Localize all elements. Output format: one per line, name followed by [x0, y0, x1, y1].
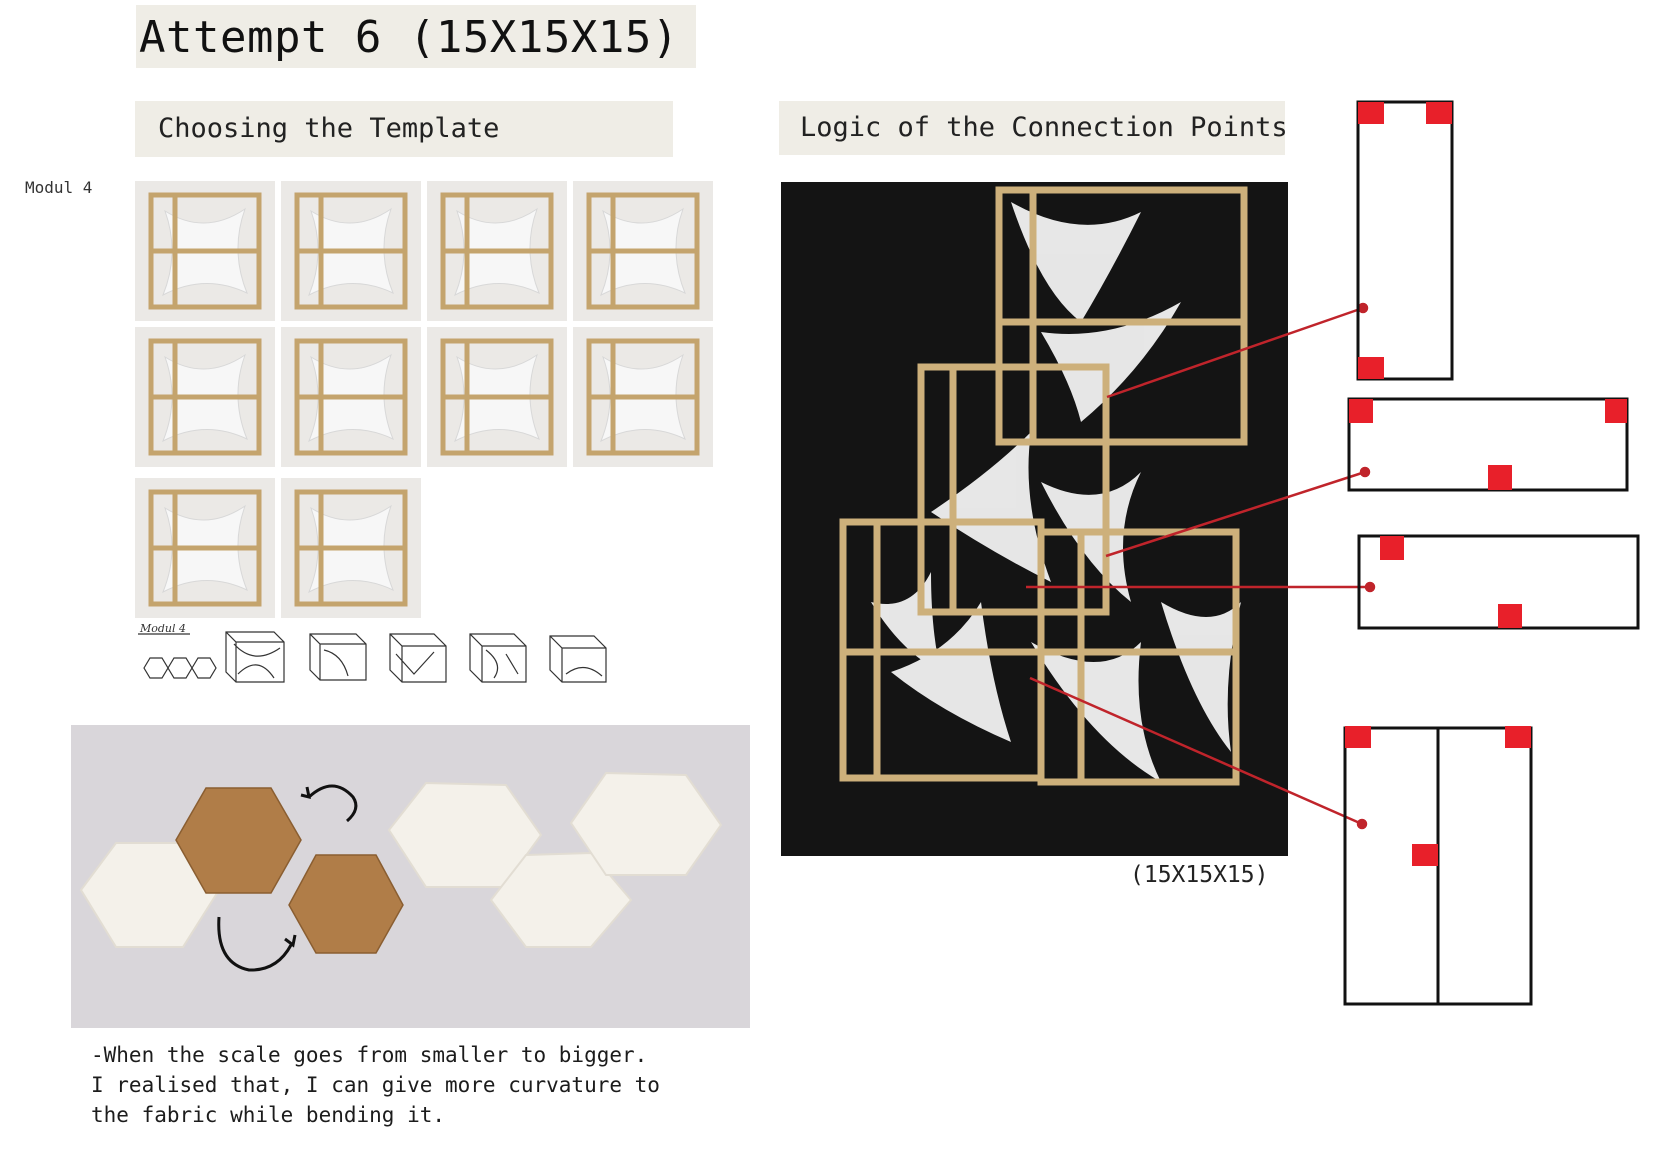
module-photo-8 [573, 327, 713, 467]
modul-label: Modul 4 [25, 178, 93, 197]
connection-header-background [779, 101, 1285, 155]
template-header-background [135, 101, 673, 157]
module-photo-6 [281, 327, 421, 467]
dimensions-label: (15X15X15) [1130, 862, 1269, 888]
connection-point [1345, 726, 1371, 748]
module-photo-4 [573, 181, 713, 321]
connection-point [1380, 536, 1404, 560]
connection-point [1488, 465, 1512, 490]
module-photo-10 [281, 478, 421, 618]
caption-text: -When the scale goes from smaller to big… [91, 1043, 660, 1127]
connection-point [1605, 399, 1627, 423]
hexagon-template-photo [71, 725, 750, 1028]
module-photo-1 [135, 181, 275, 321]
connection-section-title: Logic of the Connection Points [800, 112, 1288, 143]
module-photo-7 [427, 327, 567, 467]
title-background [136, 5, 696, 68]
page-title: Attempt 6 (15X15X15) [139, 12, 679, 63]
diagram-double-panel [1343, 726, 1533, 1006]
module-photo-9 [135, 478, 275, 618]
fabric-hexagon [489, 851, 633, 948]
sketch-strip: Modul 4 [138, 624, 607, 683]
connection-point [1358, 102, 1384, 124]
fabric-hexagon [387, 781, 543, 888]
connection-point [1505, 726, 1531, 748]
cardboard-hexagon-large [175, 787, 302, 894]
diagram-horizontal-panel-1 [1347, 397, 1629, 492]
module-photo-3 [427, 181, 567, 321]
connection-point [1412, 844, 1438, 866]
module-photo-5 [135, 327, 275, 467]
rotate-arrow-bottom [217, 916, 293, 972]
diagram-vertical-panel [1356, 100, 1454, 381]
model-photo [781, 182, 1288, 856]
rotate-arrow-top [307, 784, 358, 823]
template-section-title: Choosing the Template [158, 113, 500, 144]
diagram-horizontal-panel-2 [1357, 534, 1640, 630]
connection-point [1498, 604, 1522, 628]
module-photo-2 [281, 181, 421, 321]
connection-point [1426, 102, 1452, 124]
svg-text:Modul 4: Modul 4 [139, 624, 186, 635]
fabric-hexagon [569, 771, 723, 876]
connection-point [1349, 399, 1373, 423]
cardboard-hexagon-small [288, 854, 404, 954]
connection-point [1358, 357, 1384, 379]
